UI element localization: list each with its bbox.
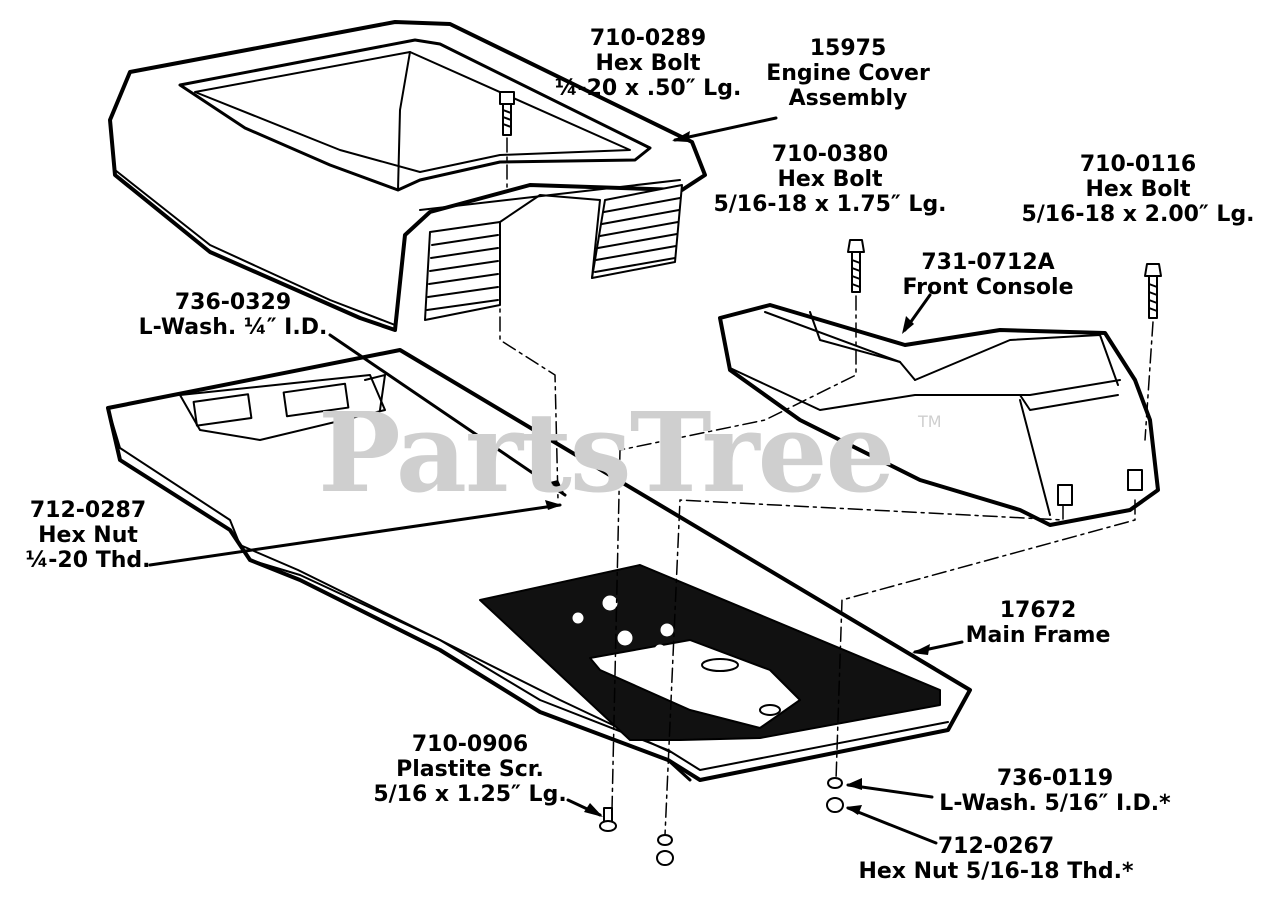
plastite-screw-part [599, 807, 617, 832]
callout-front-console: 731-0712A Front Console [888, 250, 1088, 300]
callout-part-number: 736-0329 [174, 290, 292, 315]
callout-part-name: Plastite Scr. [396, 757, 544, 782]
callout-part-number: 710-0116 [1079, 152, 1197, 177]
front-console-part [718, 303, 1160, 527]
callout-part-name: L-Wash. ¼″ I.D. [138, 315, 328, 340]
callout-part-number: 712-0287 [29, 498, 147, 523]
callout-part-name: Front Console [902, 275, 1074, 300]
callout-console-bolt-short: 710-0380 Hex Bolt 5/16-18 x 1.75″ Lg. [700, 142, 960, 217]
callout-part-number: 17672 [999, 598, 1077, 623]
callout-part-name: L-Wash. 5/16″ I.D.* [939, 791, 1171, 816]
callout-part-spec: 5/16-18 x 1.75″ Lg. [713, 192, 947, 217]
hex-bolt-engine-cover-part [499, 91, 515, 136]
hex-bolt-2-00-part [1144, 263, 1162, 319]
callout-part-number: 710-0906 [411, 732, 529, 757]
callout-console-bolt-long: 710-0116 Hex Bolt 5/16-18 x 2.00″ Lg. [1008, 152, 1268, 227]
callout-part-number: 710-0380 [771, 142, 889, 167]
callout-part-name: Hex Bolt [777, 167, 883, 192]
callout-lock-washer-5-16: 736-0119 L-Wash. 5/16″ I.D.* [930, 766, 1180, 816]
watermark: PartsTree [318, 388, 896, 517]
callout-engine-cover-bolt: 710-0289 Hex Bolt ¼-20 x .50″ Lg. [548, 26, 748, 101]
callout-part-name: Hex Bolt [595, 51, 701, 76]
callout-part-spec: ¼-20 Thd. [25, 548, 151, 573]
callout-engine-cover: 15975 Engine Cover Assembly [748, 36, 948, 111]
main-frame-part [106, 348, 972, 782]
callout-plastite-screw: 710-0906 Plastite Scr. 5/16 x 1.25″ Lg. [360, 732, 580, 807]
callout-hex-nut-quarter: 712-0287 Hex Nut ¼-20 Thd. [8, 498, 168, 573]
callout-part-name: Engine Cover [766, 61, 930, 86]
engine-cover-part [108, 20, 707, 332]
callout-part-spec: 5/16 x 1.25″ Lg. [373, 782, 567, 807]
callout-part-number: 731-0712A [921, 250, 1055, 275]
callout-part-spec: Assembly [788, 86, 908, 111]
callout-part-name: Main Frame [965, 623, 1111, 648]
callout-part-number: 712-0267 [937, 834, 1055, 859]
callout-part-name: Hex Nut 5/16-18 Thd.* [858, 859, 1134, 884]
callout-main-frame: 17672 Main Frame [958, 598, 1118, 648]
callout-part-number: 15975 [809, 36, 887, 61]
callout-hex-nut-5-16: 712-0267 Hex Nut 5/16-18 Thd.* [846, 834, 1146, 884]
callout-part-number: 736-0119 [996, 766, 1114, 791]
callout-part-number: 710-0289 [589, 26, 707, 51]
trademark-mark: TM [918, 412, 942, 431]
bottom-nuts-part [656, 777, 844, 866]
callout-part-name: Hex Nut [38, 523, 138, 548]
callout-part-name: Hex Bolt [1085, 177, 1191, 202]
callout-part-spec: 5/16-18 x 2.00″ Lg. [1021, 202, 1255, 227]
hex-bolt-1-75-part [847, 239, 865, 293]
callout-part-spec: ¼-20 x .50″ Lg. [554, 76, 742, 101]
callout-lock-washer-quarter: 736-0329 L-Wash. ¼″ I.D. [128, 290, 338, 340]
